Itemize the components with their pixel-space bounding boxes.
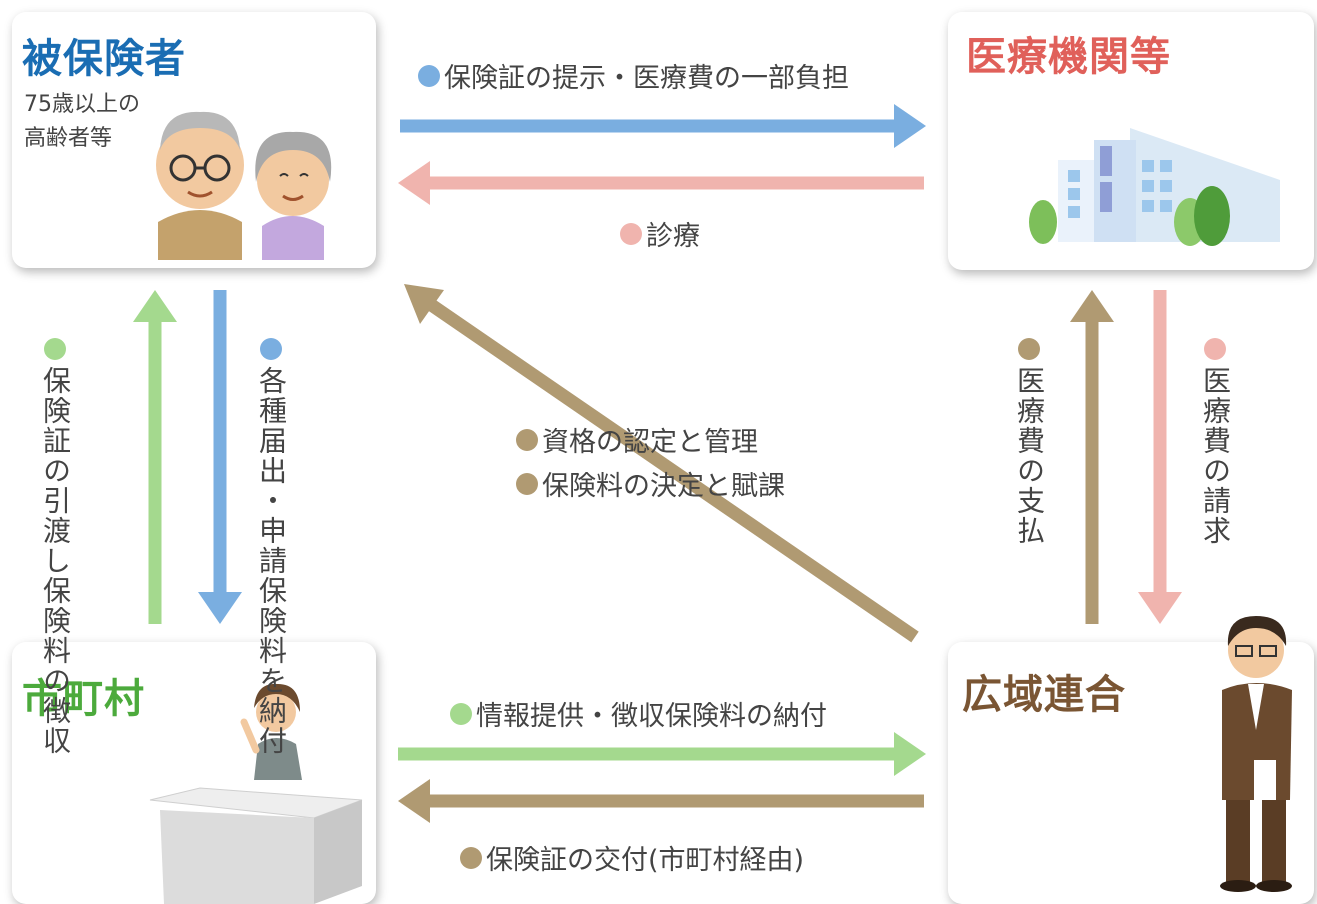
- label-present-card: 保険証の提示・医療費の一部負担: [418, 56, 849, 95]
- insured-subtitle-line1: 75歳以上の: [24, 92, 140, 117]
- insured-title: 被保険者: [22, 36, 186, 82]
- label-eligibility-text: 資格の認定と管理: [542, 427, 758, 458]
- label-delivery-collection: 保険証の引渡し 保険料の徴収: [38, 338, 72, 756]
- label-present-card-text: 保険証の提示・医療費の一部負担: [444, 63, 849, 94]
- label-applications-line1: 各種届出・申請: [255, 366, 288, 576]
- municipality-title: 市町村: [22, 676, 145, 722]
- pink-dot-icon: [1204, 338, 1226, 360]
- brown-dot-icon: [460, 846, 482, 869]
- green-dot-icon: [450, 702, 472, 725]
- label-applications: 各種届出・申請 保険料を納付: [254, 338, 288, 756]
- receptionist-illustration: [149, 683, 363, 904]
- medical-title: 医療機関等: [966, 34, 1171, 80]
- insured-subtitle-line2: 高齢者等: [24, 126, 113, 151]
- arrow-insured-to-municipality: [198, 290, 242, 624]
- brown-dot-icon: [1018, 338, 1040, 360]
- hospital-building-illustration: [1029, 128, 1280, 246]
- label-treatment-text: 診療: [646, 221, 700, 252]
- label-card-issue: 保険証の交付(市町村経由): [460, 838, 804, 877]
- official-illustration: [1220, 616, 1292, 892]
- arrow-insured-to-medical: [400, 104, 926, 148]
- pink-dot-icon: [620, 222, 642, 245]
- arrow-union-to-insured: [404, 284, 919, 643]
- label-info-provision-text: 情報提供・徴収保険料の納付: [476, 701, 827, 732]
- label-claim: 医療費の請求: [1198, 338, 1232, 618]
- label-eligibility: 資格の認定と管理: [516, 420, 758, 459]
- label-payment-text: 医療費の支払: [1013, 366, 1046, 546]
- label-payment: 医療費の支払: [1012, 338, 1046, 618]
- union-title: 広域連合: [962, 672, 1126, 718]
- green-dot-icon: [44, 338, 66, 360]
- label-premium-decision: 保険料の決定と賦課: [516, 464, 785, 503]
- arrow-union-to-municipality: [398, 779, 924, 823]
- label-applications-line2: 保険料を納付: [255, 576, 288, 756]
- arrow-medical-to-insured: [398, 161, 924, 205]
- arrow-union-to-medical: [1070, 290, 1114, 624]
- label-card-issue-text: 保険証の交付(市町村経由): [486, 845, 805, 876]
- elderly-couple-illustration: [156, 111, 332, 260]
- label-info-provision: 情報提供・徴収保険料の納付: [450, 694, 827, 733]
- label-delivery-collection-line2: 保険料の徴収: [39, 576, 72, 756]
- label-premium-decision-text: 保険料の決定と賦課: [542, 471, 785, 502]
- label-delivery-collection-line1: 保険証の引渡し: [39, 366, 72, 576]
- insured-subtitle: 75歳以上の 高齢者等: [24, 88, 140, 156]
- arrow-municipality-to-union: [398, 732, 926, 776]
- arrow-medical-to-union: [1138, 290, 1182, 624]
- brown-dot-icon: [516, 472, 538, 495]
- label-treatment: 診療: [620, 214, 700, 253]
- brown-dot-icon: [516, 428, 538, 451]
- arrow-municipality-to-insured: [133, 290, 177, 624]
- label-claim-text: 医療費の請求: [1199, 366, 1232, 546]
- blue-dot-icon: [418, 64, 440, 87]
- blue-dot-icon: [260, 338, 282, 360]
